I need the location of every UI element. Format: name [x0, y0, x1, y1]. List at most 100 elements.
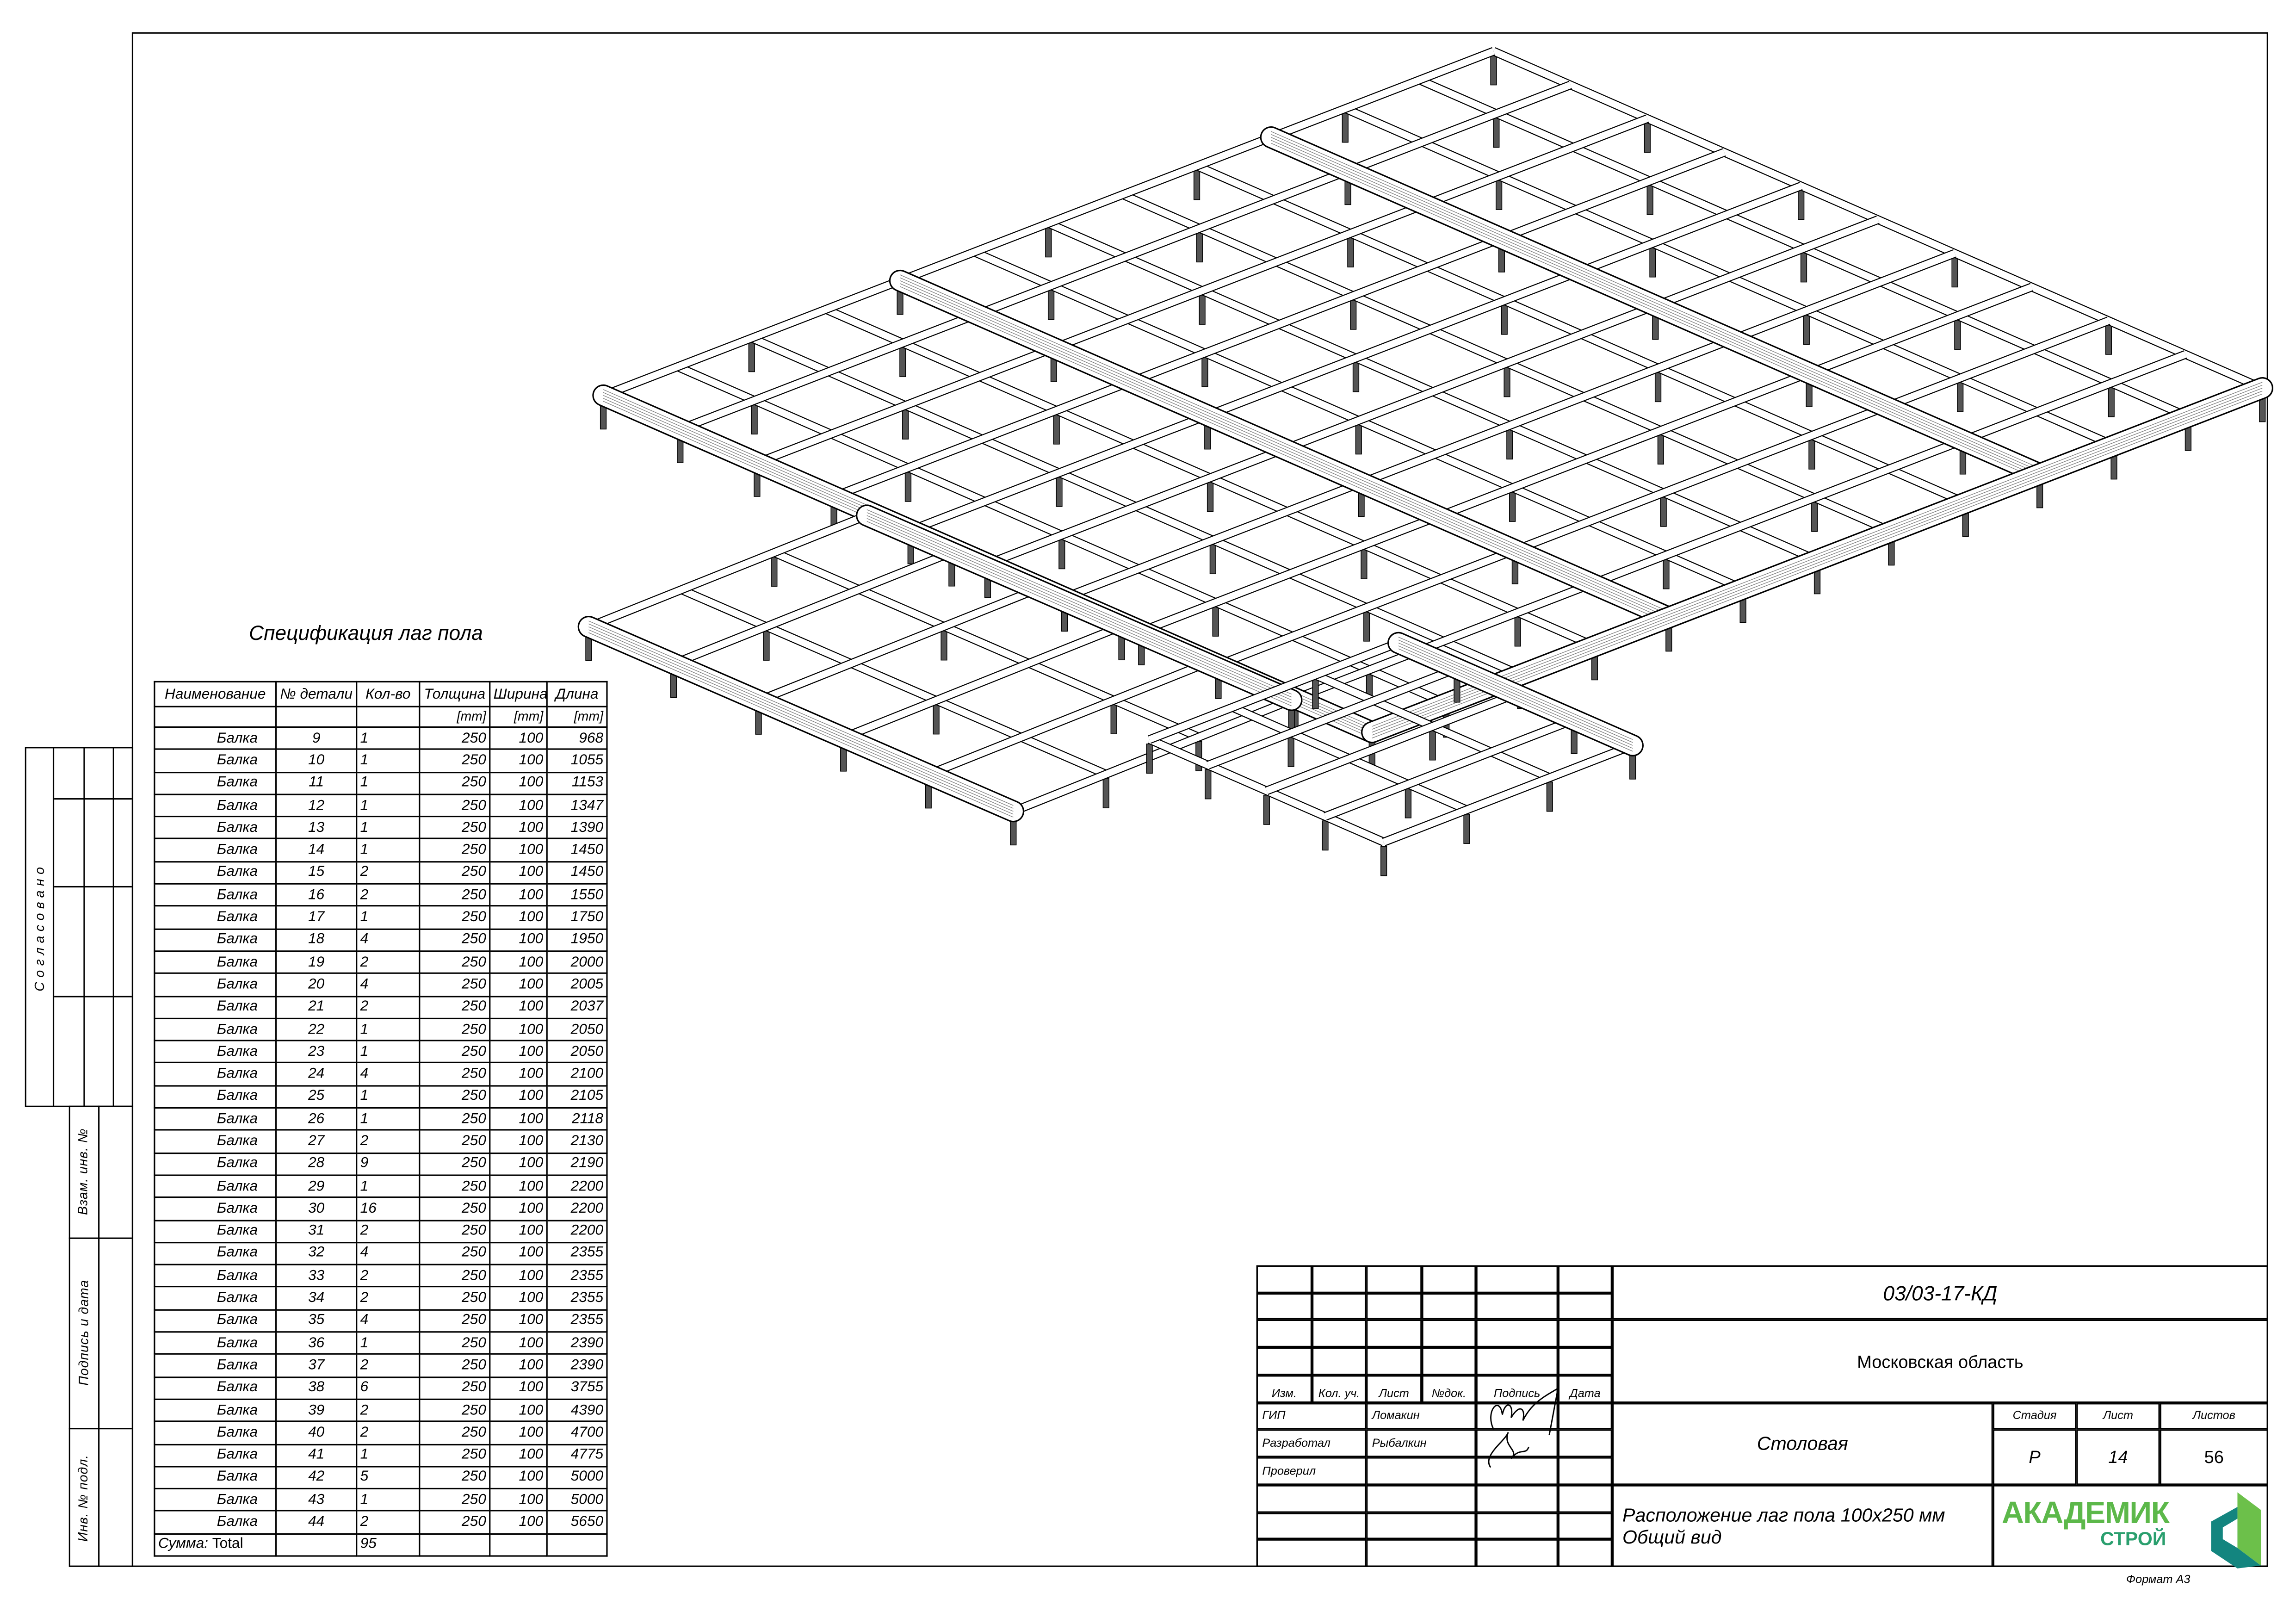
spec-cell-width: 100 [489, 1264, 548, 1288]
spec-cell-quantity: 1 [356, 793, 421, 818]
spec-cell-part-number: 19 [275, 950, 358, 974]
spec-cell-length: 1390 [546, 816, 608, 840]
approval-cell [1476, 1539, 1558, 1567]
extension-left-log-beam-hatch [588, 623, 1014, 809]
spec-cell-name: Балка [154, 1331, 277, 1355]
spec-cell-quantity: 2 [356, 1264, 421, 1288]
spec-cell-length: 3755 [546, 1376, 608, 1400]
spec-cell-length: 1950 [546, 928, 608, 952]
main-floor-log-beam-hatch [900, 286, 1669, 624]
extension-left-log-beam-hatch [866, 509, 1292, 694]
extension-right-support-post [1312, 679, 1319, 709]
spec-cell-thickness: 250 [419, 1398, 491, 1423]
spec-cell-name: Балка [154, 1196, 277, 1221]
extension-right-support-post [1546, 781, 1553, 812]
extension-left-joist [757, 586, 1038, 704]
spec-cell-quantity: 2 [356, 861, 421, 885]
main-floor-support-post [1495, 180, 1503, 210]
spec-cell-name: Балка [154, 928, 277, 952]
spec-cell-thickness: 250 [419, 1510, 491, 1535]
main-floor-log-beam-hatch [1372, 393, 2263, 738]
approval-cell [1366, 1484, 1476, 1512]
spec-cell-quantity: 1 [356, 816, 421, 840]
revision-header-cell: Изм. [1256, 1375, 1312, 1403]
spec-cell-width: 100 [489, 1308, 548, 1333]
spec-cell-name: Балка [154, 1308, 277, 1333]
extension-left-support-post [1110, 704, 1117, 734]
spec-cell-thickness: 250 [419, 1241, 491, 1266]
approval-cell [1558, 1430, 1612, 1457]
role-label: Проверил [1256, 1457, 1367, 1485]
spec-cell-width: 100 [489, 1398, 548, 1423]
spec-cell-name: Балка [154, 1017, 277, 1041]
spec-cell-length: 5650 [546, 1510, 608, 1535]
spec-cell-quantity: 2 [356, 950, 421, 974]
spec-cell-thickness: 250 [419, 1129, 491, 1154]
main-floor-support-post [1657, 434, 1664, 465]
revision-cell [1256, 1320, 1312, 1348]
spec-cell-thickness: 250 [419, 883, 491, 907]
spec-cell-quantity: 1 [356, 1107, 421, 1131]
main-floor-support-post [1811, 502, 1818, 532]
stage-header-0: Стадия [1993, 1402, 2077, 1430]
spec-cell-quantity: 1 [356, 1040, 421, 1064]
spec-cell-quantity: 2 [356, 1129, 421, 1154]
spec-cell-name: Балка [154, 749, 277, 773]
spec-header-cell: Длина [546, 681, 608, 707]
main-floor-joist [755, 115, 1649, 466]
spec-cell-width: 100 [489, 1331, 548, 1355]
spec-cell-quantity: 9 [356, 1152, 421, 1176]
spec-total-label-cell: Сумма: Total [154, 1532, 277, 1557]
spec-unit-cell [275, 706, 358, 728]
spec-cell-width: 100 [489, 1510, 548, 1535]
spec-cell-name: Балка [154, 1420, 277, 1445]
spec-cell [419, 1532, 491, 1557]
spec-cell-length: 2355 [546, 1308, 608, 1333]
spec-cell-width: 100 [489, 861, 548, 885]
spec-cell-name: Балка [154, 1129, 277, 1154]
spec-cell-length: 2355 [546, 1241, 608, 1266]
spec-cell-length: 2130 [546, 1129, 608, 1154]
extension-right-log-beam-hatch [1398, 639, 1633, 743]
spec-unit-cell: [mm] [419, 706, 491, 728]
spec-cell-thickness: 250 [419, 861, 491, 885]
spec-cell-part-number: 12 [275, 793, 358, 818]
spec-cell-name: Балка [154, 771, 277, 795]
spec-cell-length: 2200 [546, 1196, 608, 1221]
spec-cell-quantity: 2 [356, 1420, 421, 1445]
extension-left-support-post [763, 630, 770, 661]
main-floor-joist [1293, 351, 2187, 702]
spec-unit-cell [356, 706, 421, 728]
spec-cell-quantity: 1 [356, 1085, 421, 1109]
extension-right-support-post [1287, 737, 1294, 767]
spec-cell-name: Балка [154, 1107, 277, 1131]
spec-cell-quantity: 1 [356, 726, 421, 750]
main-floor-joist [1217, 317, 2110, 668]
stage-value: Р [1993, 1430, 2077, 1485]
extension-right-joist [1207, 665, 1459, 769]
revision-cell [1558, 1320, 1612, 1348]
spec-cell-quantity: 1 [356, 771, 421, 795]
spec-cell-part-number: 25 [275, 1085, 358, 1109]
main-floor-joist [602, 48, 1495, 399]
main-floor-support-post [1501, 304, 1508, 335]
spec-cell-thickness: 250 [419, 1219, 491, 1243]
revision-cell [1422, 1347, 1476, 1375]
main-floor-log-beam-hatch [900, 277, 1669, 615]
extension-right-joist [1382, 742, 1634, 845]
spec-units-row: [mm][mm][mm] [154, 706, 608, 728]
spec-cell-length: 5000 [546, 1488, 608, 1512]
revision-cell [1422, 1292, 1476, 1320]
spec-total-label: Сумма: [158, 1537, 209, 1553]
spec-cell-quantity: 4 [356, 973, 421, 997]
spec-cell-name: Балка [154, 1376, 277, 1400]
revision-cell [1476, 1320, 1558, 1348]
extension-left-support-post [941, 630, 947, 661]
main-floor-support-post [1954, 320, 1961, 350]
